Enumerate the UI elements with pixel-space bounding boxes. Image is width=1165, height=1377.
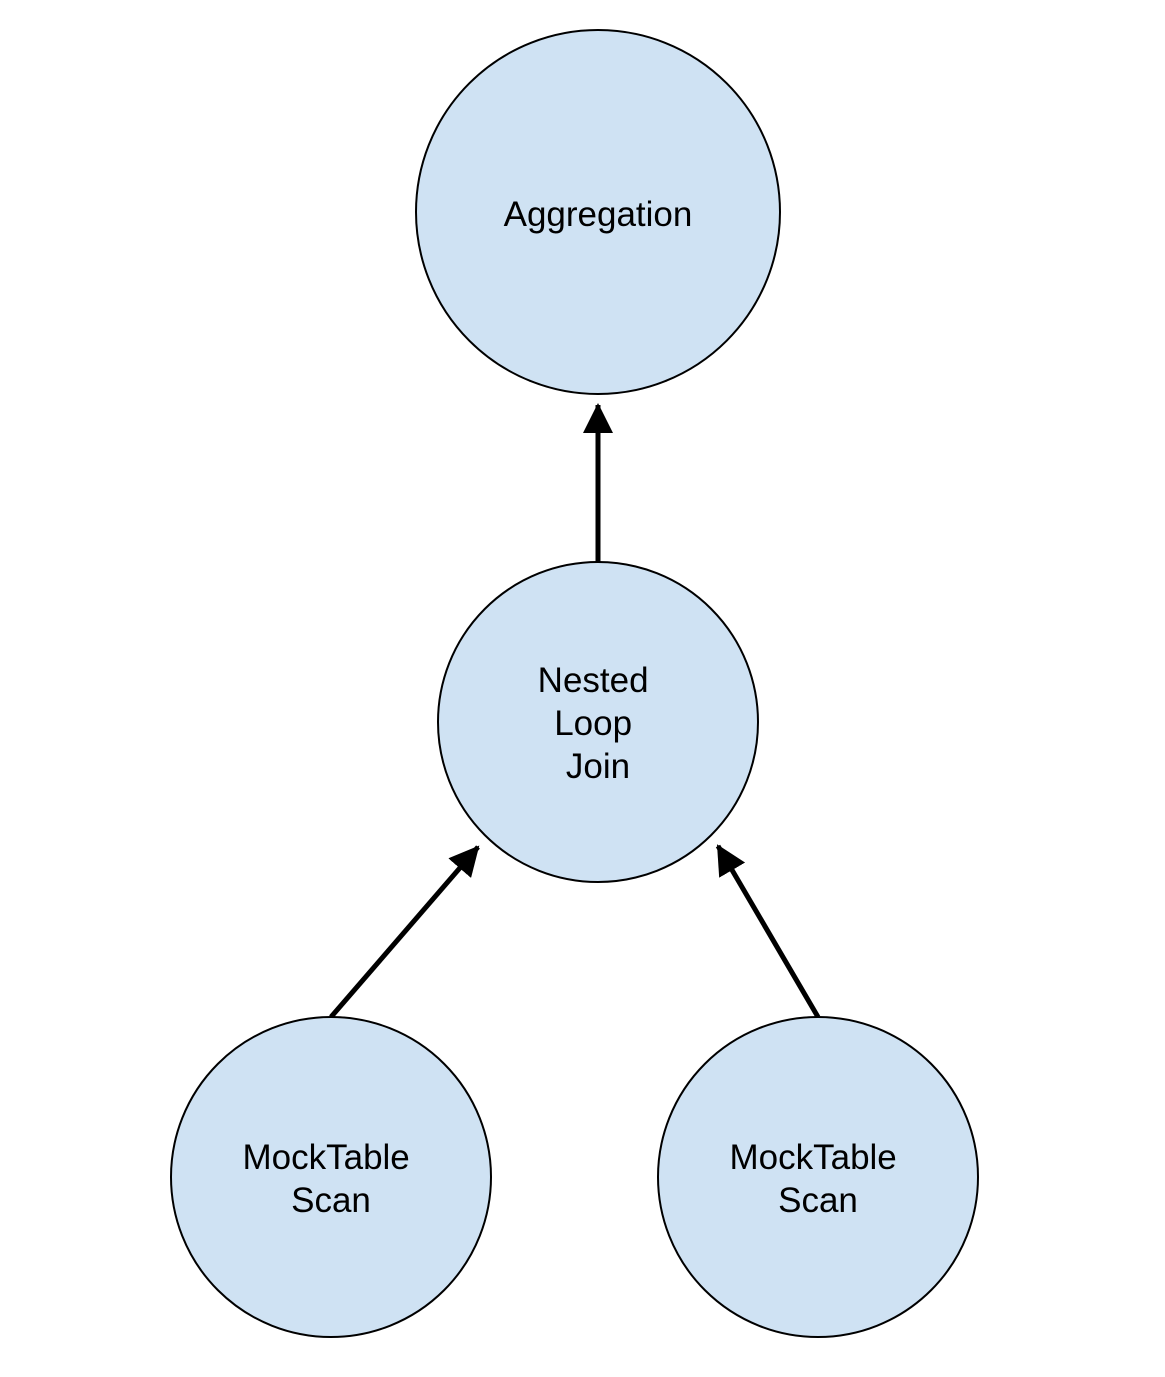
edge-right-scan-to-join: [715, 844, 821, 1019]
svg-text:Aggregation: Aggregation: [504, 195, 693, 234]
svg-text:Nested Loop Join: Nested Loop Join: [538, 661, 659, 786]
node-label-line: MockTable: [729, 1138, 896, 1177]
svg-text:MockTable Scan: MockTable Scan: [729, 1138, 906, 1220]
node-label-line: Join: [566, 747, 630, 786]
node-label-line: Scan: [778, 1181, 858, 1220]
node-mocktable-scan-right: MockTable Scan: [657, 1016, 979, 1338]
node-label-line: Nested: [538, 661, 649, 700]
node-label-line: Loop: [554, 704, 632, 743]
edge-left-scan-to-join: [329, 845, 480, 1019]
node-nested-loop-join: Nested Loop Join: [437, 561, 759, 883]
svg-text:MockTable Scan: MockTable Scan: [242, 1138, 419, 1220]
node-label-line: Scan: [291, 1181, 371, 1220]
node-aggregation: Aggregation: [415, 29, 781, 395]
node-label-line: Aggregation: [504, 195, 693, 234]
node-label-line: MockTable: [242, 1138, 409, 1177]
node-mocktable-scan-left: MockTable Scan: [170, 1016, 492, 1338]
